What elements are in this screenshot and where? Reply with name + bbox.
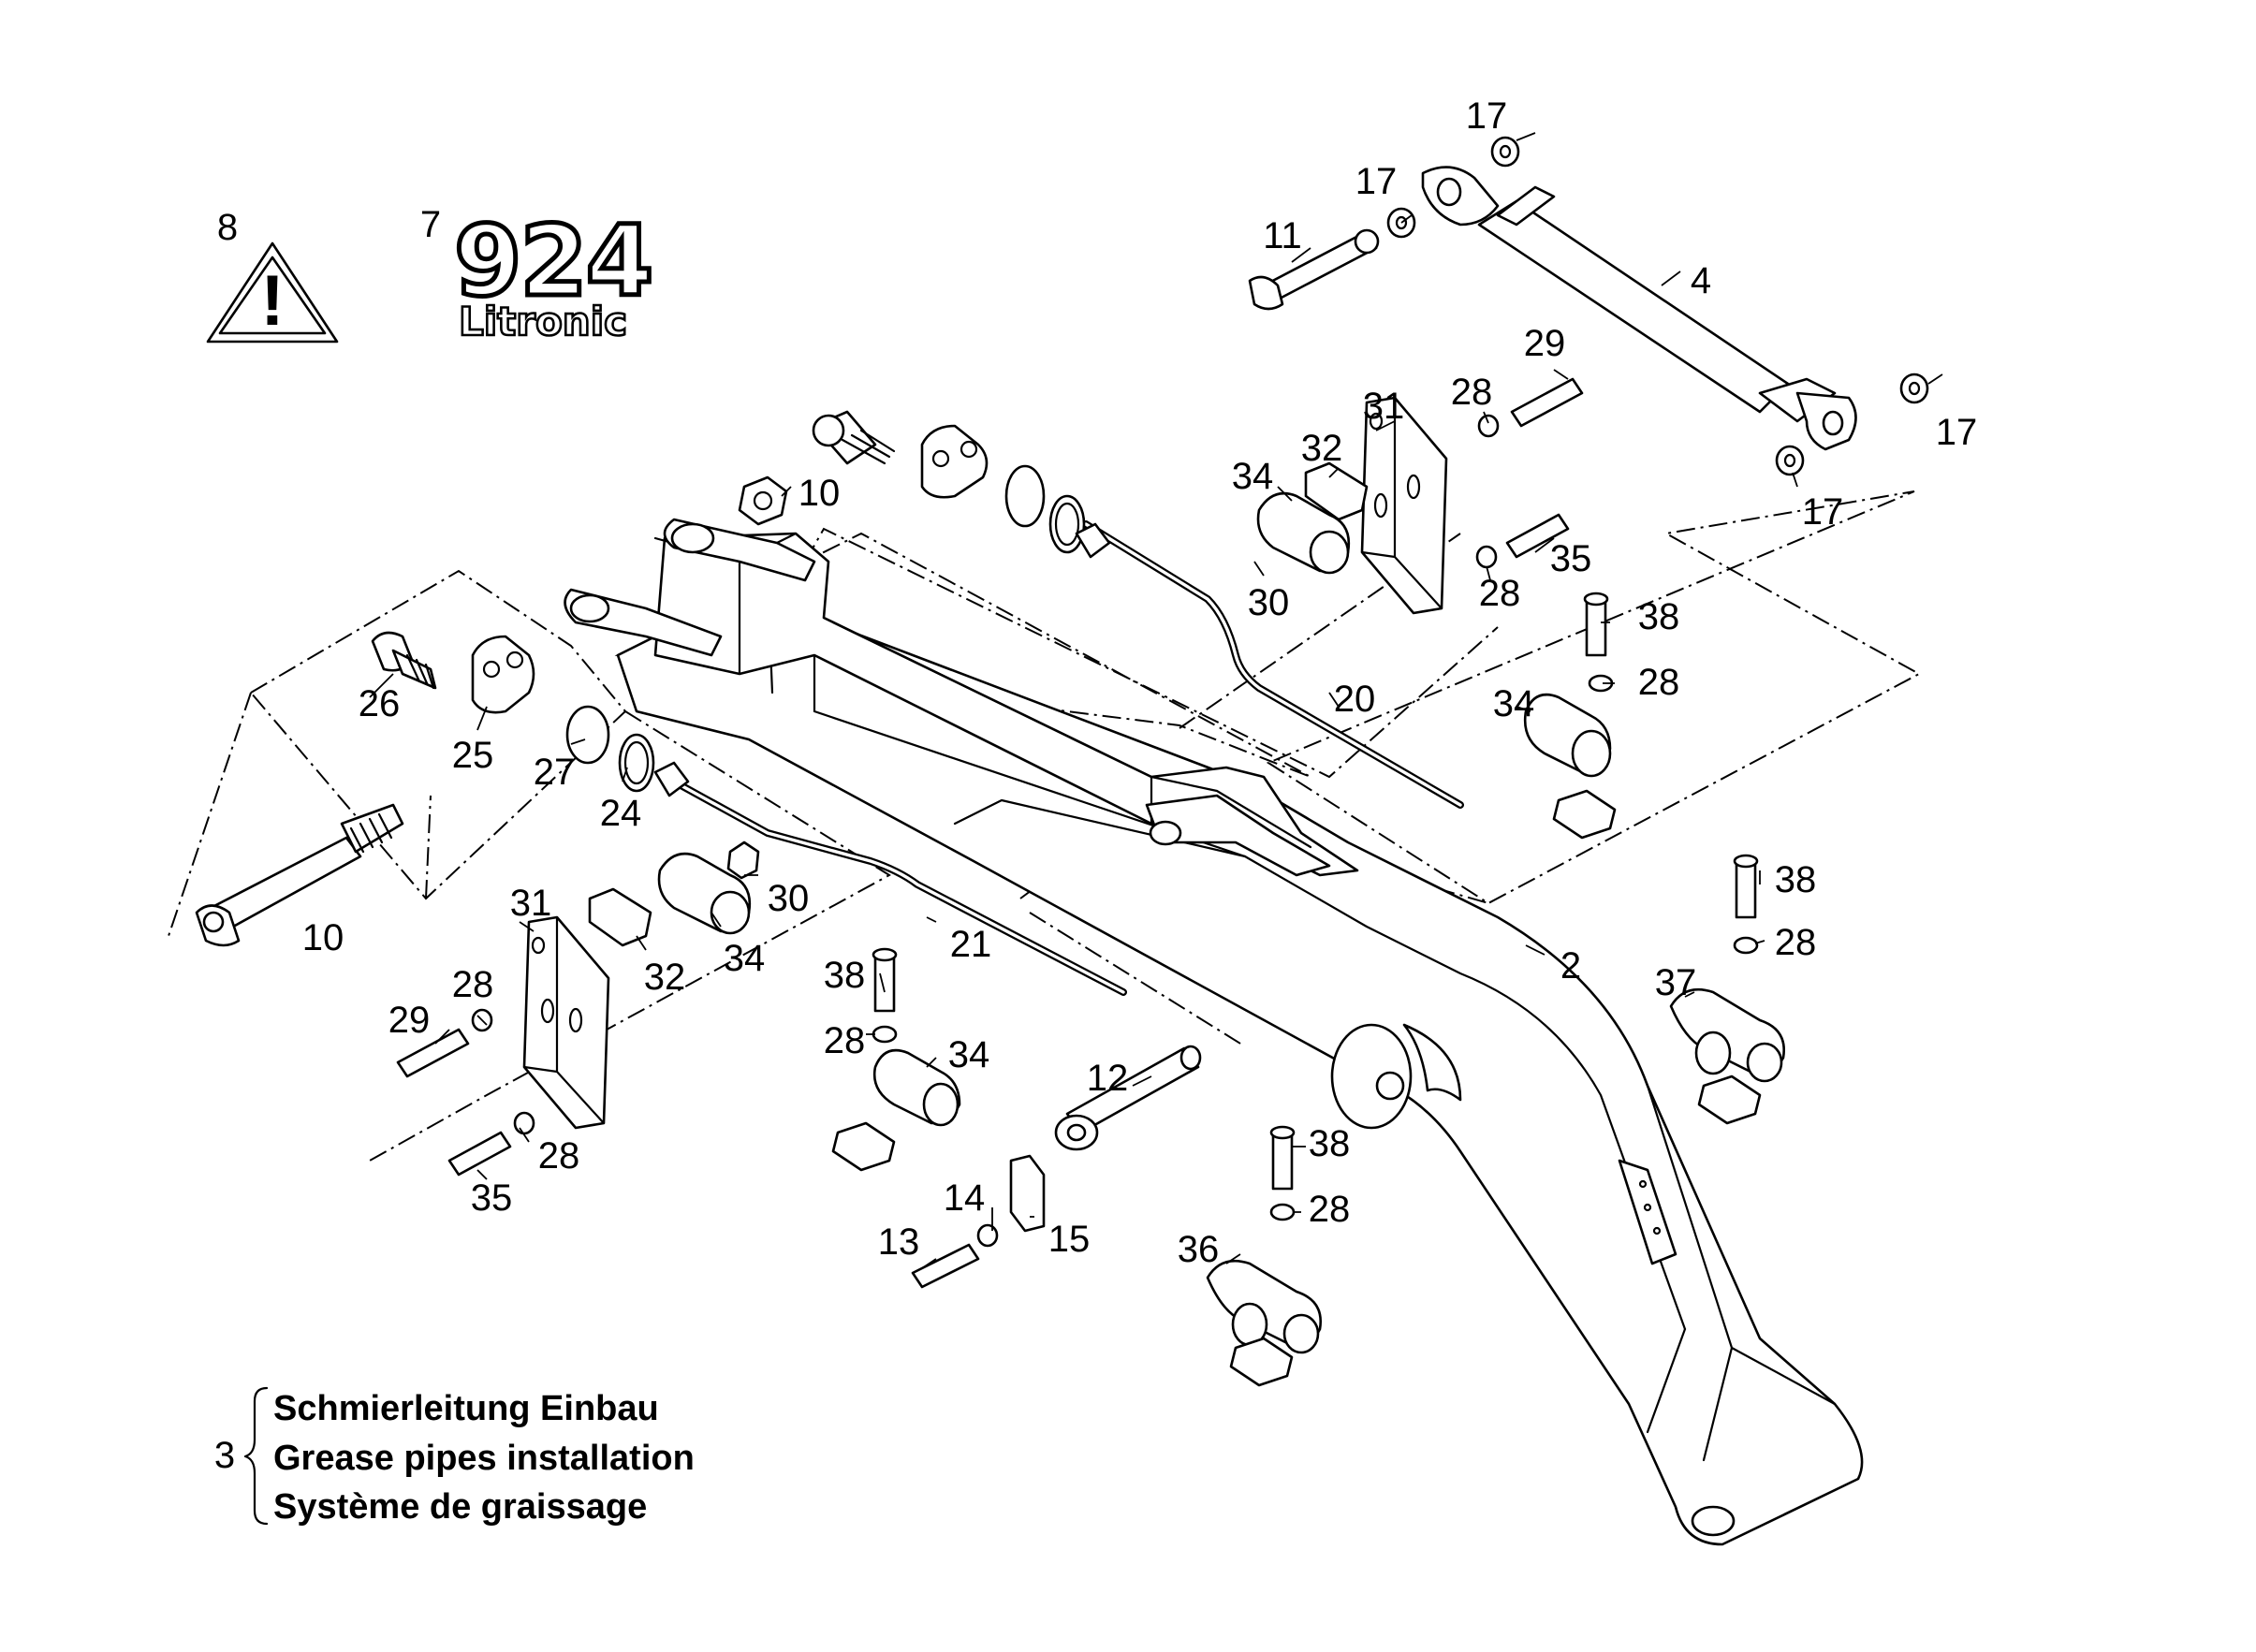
bolt-part-38-a — [1583, 592, 1609, 657]
cylinder-part-4 — [1421, 166, 1857, 451]
callout-29: 29 — [388, 1000, 431, 1041]
callout-38: 38 — [1775, 859, 1817, 900]
callout-labels: 17 17 11 4 29 28 31 32 34 17 17 10 35 30… — [302, 95, 1978, 1270]
plate-part-31-upper — [1360, 396, 1448, 615]
assembly-outline-left-lower — [168, 692, 891, 1162]
callout-17: 17 — [1355, 161, 1398, 202]
warning-symbol: ! — [260, 261, 284, 341]
callout-leaders — [369, 132, 1943, 1269]
washers-part-28 — [471, 414, 1759, 1248]
plate-part-15 — [1009, 1154, 1046, 1233]
callout-35: 35 — [471, 1177, 513, 1219]
assembly-outline-right — [1266, 490, 1922, 905]
assembly-outline-centre-upper — [804, 527, 1499, 779]
plate-part-31-lower — [522, 915, 610, 1130]
callout-24: 24 — [600, 793, 642, 834]
callout-38: 38 — [1309, 1123, 1351, 1164]
callout-13: 13 — [878, 1221, 920, 1263]
logo-brand-text: Litronic — [459, 299, 627, 344]
bolt-part-35-upper — [1505, 513, 1570, 559]
callout-38: 38 — [1638, 596, 1680, 637]
bolt-part-38-d — [1269, 1125, 1296, 1191]
logo-model-number: 924 — [454, 204, 652, 318]
callout-28: 28 — [1479, 573, 1521, 614]
callout-17: 17 — [1936, 412, 1978, 453]
callout-28: 28 — [1775, 922, 1817, 963]
callout-21: 21 — [950, 924, 992, 965]
pin-part-10-left — [195, 803, 404, 947]
callout-34: 34 — [724, 938, 766, 979]
clamp-part-37 — [1669, 987, 1786, 1125]
callout-17: 17 — [1802, 491, 1844, 533]
callout-28: 28 — [538, 1135, 580, 1177]
callout-32: 32 — [1301, 428, 1343, 469]
fitting-group-upper — [738, 410, 1111, 559]
callout-37: 37 — [1655, 962, 1697, 1003]
clamp-part-34-c — [1523, 693, 1617, 840]
callout-15: 15 — [1048, 1219, 1091, 1260]
callout-10: 10 — [798, 473, 841, 514]
assembly-outline-left — [249, 569, 627, 900]
bolt-part-13 — [911, 1243, 980, 1289]
title-line-french: Système de graissage — [273, 1487, 647, 1527]
callout-34: 34 — [1232, 456, 1274, 497]
callout-31: 31 — [1363, 386, 1405, 427]
callout-36: 36 — [1178, 1229, 1220, 1270]
callout-10: 10 — [302, 917, 344, 958]
callout-38: 38 — [824, 955, 866, 996]
callout-35: 35 — [1550, 538, 1592, 579]
callout-26: 26 — [359, 683, 401, 724]
bolt-part-38-c — [872, 947, 898, 1013]
callout-29: 29 — [1524, 323, 1566, 364]
title-line-english: Grease pipes installation — [273, 1439, 695, 1478]
callout-30: 30 — [1248, 582, 1290, 623]
clamp-part-34-d — [831, 1048, 961, 1172]
bolt-part-38-b — [1733, 854, 1759, 919]
bolt-part-29-upper — [1510, 377, 1584, 428]
callout-20: 20 — [1334, 679, 1376, 720]
warning-triangle-icon: ! — [206, 241, 339, 344]
callout-2: 2 — [1560, 945, 1581, 987]
callout-27: 27 — [534, 752, 576, 793]
callout-17: 17 — [1466, 95, 1508, 137]
arm-body — [564, 518, 1359, 877]
boom-part-2 — [616, 578, 1864, 1546]
callout-28: 28 — [824, 1020, 866, 1061]
title-block-brace — [243, 1386, 269, 1526]
title-line-german: Schmierleitung Einbau — [273, 1389, 659, 1428]
callout-32: 32 — [644, 957, 686, 998]
callout-4: 4 — [1691, 260, 1711, 301]
callout-11: 11 — [1263, 215, 1302, 256]
block-part-32-upper — [1304, 461, 1369, 521]
callout-28: 28 — [1309, 1189, 1351, 1230]
title-block-number: 3 — [214, 1435, 235, 1476]
callout-28: 28 — [1638, 662, 1680, 703]
callout-28: 28 — [452, 964, 494, 1005]
pin-part-12 — [1054, 1045, 1202, 1151]
callout-28: 28 — [1451, 372, 1493, 413]
clamp-part-36 — [1206, 1259, 1323, 1387]
callout-8: 8 — [217, 207, 238, 248]
callout-31: 31 — [510, 883, 552, 924]
callout-14: 14 — [944, 1177, 986, 1219]
callout-30: 30 — [768, 878, 810, 919]
pin-part-11 — [1248, 228, 1380, 311]
block-part-32-lower — [588, 887, 652, 947]
callout-34: 34 — [1493, 683, 1535, 724]
fitting-group-left — [371, 631, 760, 880]
callout-7: 7 — [420, 204, 441, 245]
bolt-part-35-lower — [447, 1131, 512, 1177]
washers-part-17 — [1386, 136, 1929, 476]
callout-34: 34 — [948, 1034, 990, 1075]
callout-25: 25 — [452, 735, 494, 776]
callout-12: 12 — [1087, 1058, 1129, 1099]
